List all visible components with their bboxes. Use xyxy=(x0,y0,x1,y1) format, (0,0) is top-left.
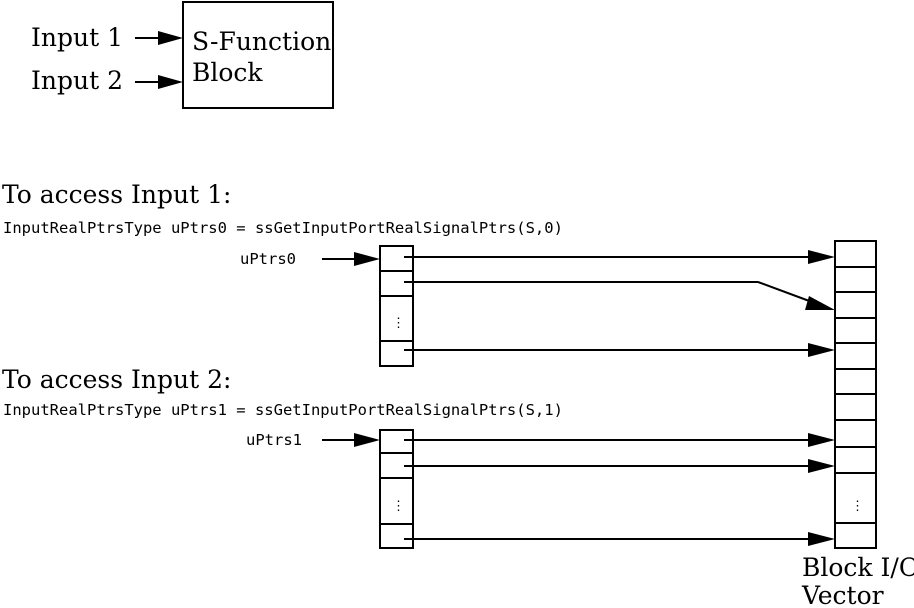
section-1-heading: To access Input 1: xyxy=(2,180,231,209)
input-2-label: Input 2 xyxy=(31,66,123,95)
section-input-1: To access Input 1: InputRealPtrsType uPt… xyxy=(2,180,835,367)
pointer-1-n-arrowhead xyxy=(808,532,835,546)
section-2-code: InputRealPtrsType uPtrs1 = ssGetInputPor… xyxy=(3,401,563,419)
block-io-vector-label-line1: Block I/O xyxy=(802,553,914,582)
pointer-array-1-ellipsis: ⋮ xyxy=(392,499,405,514)
s-function-group: Input 1 Input 2 S-Function Block xyxy=(31,1,334,109)
pointer-1-0-arrowhead xyxy=(808,433,835,447)
uptrs0-arrowhead xyxy=(354,252,380,266)
s-function-block xyxy=(182,1,334,109)
section-1-code: InputRealPtrsType uPtrs0 = ssGetInputPor… xyxy=(3,219,563,237)
section-2-heading: To access Input 2: xyxy=(2,365,231,394)
pointer-array-1 xyxy=(379,429,414,549)
pointer-array-0 xyxy=(379,245,414,367)
uptrs0-label: uPtrs0 xyxy=(240,250,296,268)
pointer-1-1-arrowhead xyxy=(808,459,835,473)
input-1-arrowhead xyxy=(158,31,183,45)
pointer-array-0-ellipsis: ⋮ xyxy=(392,316,405,331)
pointer-0-1-wire xyxy=(404,281,813,303)
input-2-arrowhead xyxy=(158,75,183,89)
pointer-0-n-arrowhead xyxy=(808,343,835,357)
input-1-label: Input 1 xyxy=(31,23,123,52)
block-io-vector: ⋮ Block I/O Vector xyxy=(801,240,914,608)
pointer-0-0-arrowhead xyxy=(808,250,835,264)
block-io-vector-ellipsis: ⋮ xyxy=(851,499,864,514)
section-input-2: To access Input 2: InputRealPtrsType uPt… xyxy=(2,365,835,549)
s-function-label-line2: Block xyxy=(192,58,263,87)
pointer-0-1-arrowhead xyxy=(805,296,835,310)
uptrs1-label: uPtrs1 xyxy=(246,431,302,449)
block-io-vector-label-line2: Vector xyxy=(801,581,884,608)
s-function-label-line1: S-Function xyxy=(192,27,331,56)
uptrs1-arrowhead xyxy=(354,433,380,447)
